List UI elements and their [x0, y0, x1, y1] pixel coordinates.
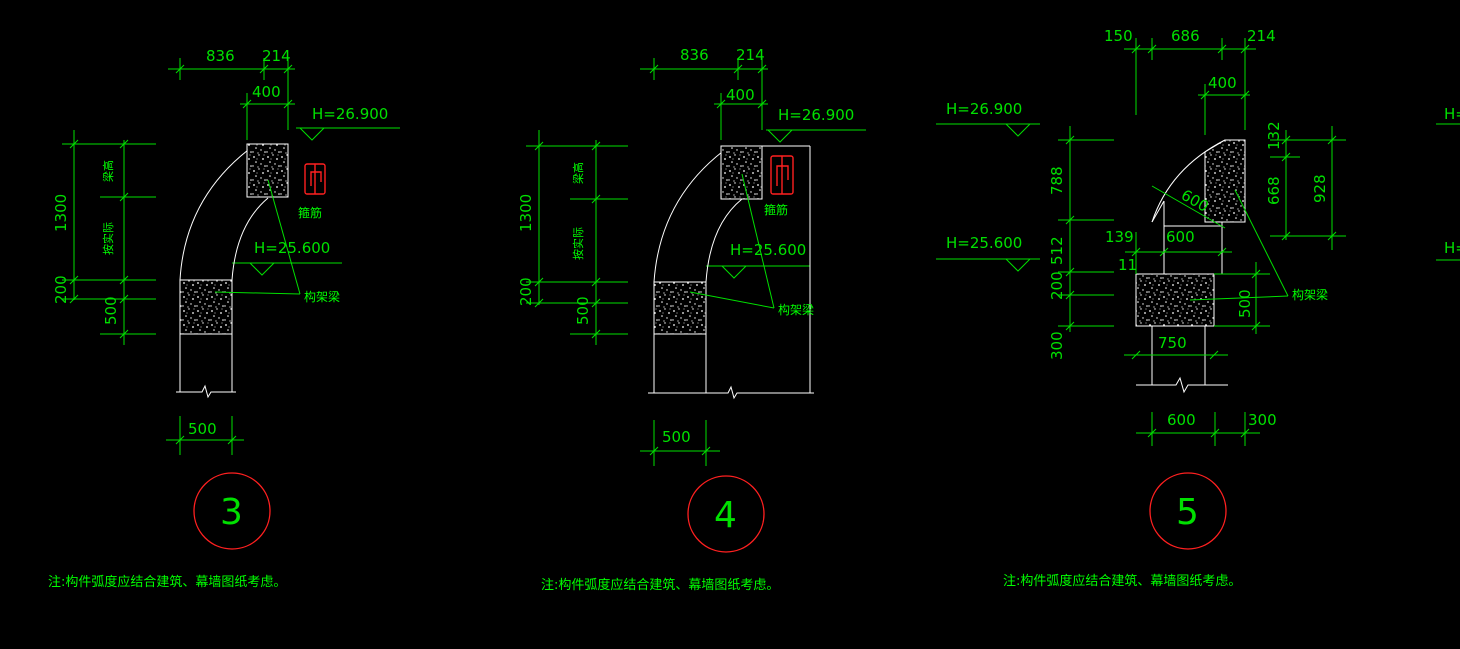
detail-5-number-circle [1149, 472, 1227, 550]
detail-3-number-circle [193, 472, 271, 550]
svg-text:600: 600 [1166, 228, 1195, 246]
detail-5-elevation-mid: H=25.600 [936, 234, 1040, 272]
detail-3-label-beam-height: 梁高 [101, 160, 115, 182]
detail-4-stirrup-icon [770, 155, 794, 195]
svg-text:928: 928 [1311, 174, 1329, 203]
detail-4-section [648, 145, 814, 400]
detail-5-frame-beam-leader [1189, 189, 1289, 301]
svg-text:500: 500 [188, 420, 217, 438]
detail-3-stirrup-label: 箍筋 [298, 205, 322, 220]
svg-text:200: 200 [52, 275, 70, 304]
detail-4-dim-400: 400 [726, 86, 755, 104]
detail-4-number: 4 [714, 495, 737, 536]
detail-5-bottom-dimensions: 600 300 [1136, 411, 1277, 446]
svg-text:500: 500 [574, 296, 592, 325]
svg-text:500: 500 [662, 428, 691, 446]
detail-4-note: 注:构件弧度应结合建筑、幕墙图纸考虑。 [541, 577, 779, 593]
detail-5: 150 686 214 400 H=26.900 H=25.600 [936, 27, 1346, 589]
detail-5-number: 5 [1176, 492, 1199, 533]
detail-4-dim-836: 836 [680, 46, 709, 64]
detail-3-dim-400: 400 [252, 83, 281, 101]
detail-4-elevation-mid: H=25.600 [706, 241, 810, 279]
detail-5-mid-dimensions: 139 11 600 [1105, 228, 1232, 274]
svg-text:750: 750 [1158, 334, 1187, 352]
detail-3-stirrup-icon [304, 163, 326, 195]
detail-5-note: 注:构件弧度应结合建筑、幕墙图纸考虑。 [1003, 573, 1241, 589]
svg-text:300: 300 [1248, 411, 1277, 429]
detail-3-dim-836: 836 [206, 47, 235, 65]
detail-3-elevation-mid: H=25.600 [232, 239, 342, 276]
detail-5-dim-214: 214 [1247, 27, 1276, 45]
svg-text:300: 300 [1048, 331, 1066, 360]
detail-5-frame-beam-label: 构架梁 [1292, 287, 1328, 302]
detail-3-label-actual: 按实际 [101, 222, 115, 255]
detail-4-bottom-dimension: 500 [640, 420, 720, 466]
svg-text:H=25.600: H=25.600 [254, 239, 330, 257]
detail-3-section [176, 143, 289, 399]
svg-text:600: 600 [1167, 411, 1196, 429]
detail-4-top-dimensions: 836 214 400 [640, 46, 768, 140]
detail-5-elevation-top: H=26.900 [936, 100, 1040, 137]
detail-4-label-actual: 按实际 [571, 227, 585, 260]
partial-elevation-mid: H= [1444, 239, 1460, 257]
svg-text:500: 500 [1236, 289, 1254, 318]
detail-3-frame-beam-leader [214, 179, 301, 295]
detail-4-frame-beam-leader [689, 173, 775, 309]
svg-text:500: 500 [102, 296, 120, 325]
detail-5-dim-150: 150 [1104, 27, 1133, 45]
svg-text:H=25.600: H=25.600 [946, 234, 1022, 252]
detail-3-note: 注:构件弧度应结合建筑、幕墙图纸考虑。 [48, 574, 286, 590]
detail-3: 836 214 400 H=26.900 H=25.600 [48, 47, 400, 590]
svg-text:1300: 1300 [52, 194, 70, 232]
detail-3-left-dimensions: 1300 200 500 梁高 按实际 [52, 130, 156, 345]
detail-3-dim-214: 214 [262, 47, 291, 65]
detail-5-width-dimension: 750 [1124, 334, 1228, 360]
detail-3-elevation-top: H=26.900 [296, 105, 400, 141]
detail-5-right-dimensions: 132 668 928 500 [1214, 121, 1346, 334]
detail-5-left-dimensions: 788 512 200 300 [1048, 126, 1114, 360]
detail-4: 836 214 400 H=26.900 H=25.600 [517, 46, 866, 593]
detail-4-dim-214: 214 [736, 46, 765, 64]
svg-text:200: 200 [517, 277, 535, 306]
detail-3-bottom-dimension: 500 [166, 416, 244, 455]
detail-4-frame-beam-label: 构架梁 [778, 302, 814, 317]
detail-4-left-dimensions: 1300 200 500 梁高 按实际 [517, 130, 628, 345]
detail-3-frame-beam-label: 构架梁 [304, 289, 340, 304]
svg-text:H=26.900: H=26.900 [946, 100, 1022, 118]
detail-5-dim-400: 400 [1208, 74, 1237, 92]
svg-text:512: 512 [1048, 236, 1066, 265]
detail-4-elevation-top: H=26.900 [766, 106, 866, 143]
detail-5-dim-686: 686 [1171, 27, 1200, 45]
detail-5-top-dimensions: 150 686 214 400 [1104, 27, 1276, 135]
detail-4-number-circle [687, 475, 765, 553]
partial-elevation-top: H= [1444, 105, 1460, 123]
svg-text:11: 11 [1118, 256, 1137, 274]
svg-text:H=25.600: H=25.600 [730, 241, 806, 259]
svg-text:H=26.900: H=26.900 [312, 105, 388, 123]
detail-3-number: 3 [220, 492, 243, 533]
svg-text:139: 139 [1105, 228, 1134, 246]
detail-3-top-dimensions: 836 214 400 [168, 47, 295, 140]
svg-text:H=26.900: H=26.900 [778, 106, 854, 124]
detail-4-label-beam-height: 梁高 [571, 162, 585, 184]
svg-text:668: 668 [1265, 176, 1283, 205]
svg-text:200: 200 [1048, 271, 1066, 300]
svg-text:132: 132 [1265, 121, 1283, 150]
partial-detail-right: H= H= [1436, 105, 1460, 261]
svg-text:1300: 1300 [517, 194, 535, 232]
detail-4-stirrup-label: 箍筋 [764, 202, 788, 217]
detail-5-section [1135, 139, 1246, 394]
svg-text:788: 788 [1048, 166, 1066, 195]
